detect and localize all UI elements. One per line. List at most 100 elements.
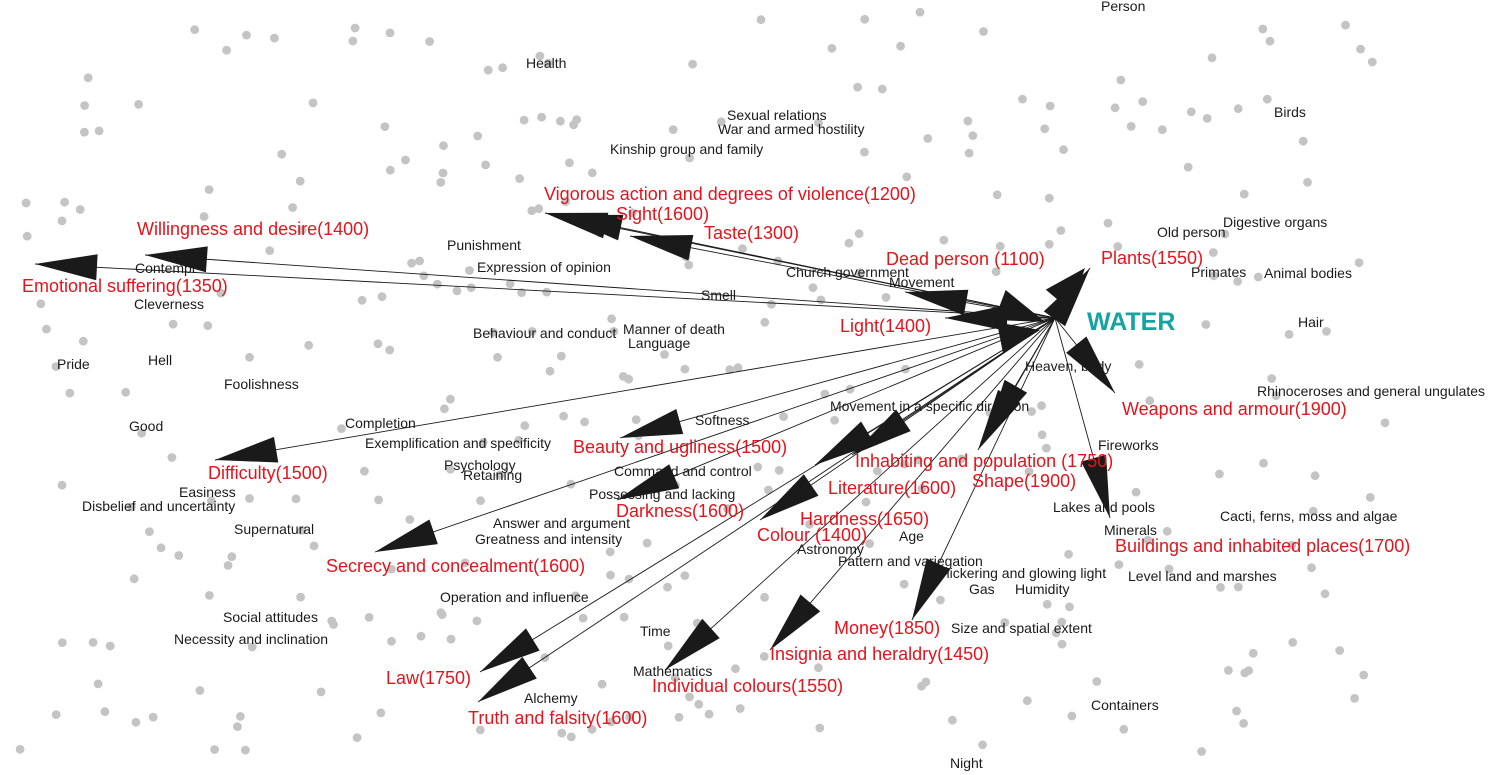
- concept-dot: [663, 582, 672, 592]
- concept-dot: [1065, 602, 1074, 612]
- concept-dot: [1042, 599, 1052, 609]
- concept-dot: [440, 404, 449, 414]
- concept-dot: [245, 494, 254, 503]
- concept-dot: [1197, 747, 1206, 756]
- arrowhead-individual: [665, 618, 720, 670]
- concept-dot: [517, 288, 526, 297]
- concept-dot: [145, 527, 154, 537]
- context-label: Disbelief and uncertainty: [82, 498, 235, 514]
- concept-dot: [1186, 107, 1196, 117]
- concept-dot: [1027, 407, 1036, 416]
- concept-dot: [1380, 418, 1390, 428]
- concept-dot: [360, 466, 369, 476]
- concept-dot: [606, 717, 616, 727]
- concept-dot: [606, 570, 615, 580]
- target-label-insignia: Insignia and heraldry(1450): [770, 644, 989, 664]
- concept-dot: [57, 638, 67, 647]
- arrowhead-difficulty: [215, 436, 279, 463]
- concept-dot: [167, 453, 177, 462]
- concept-dot: [476, 496, 485, 506]
- concept-dot: [572, 115, 582, 125]
- context-label: Command and control: [614, 463, 752, 479]
- concept-dot: [738, 244, 747, 254]
- context-label: Person: [1101, 0, 1145, 14]
- concept-dot: [519, 115, 529, 125]
- concept-dot: [385, 165, 395, 175]
- concept-dot: [1287, 541, 1297, 550]
- context-label: Minerals: [1104, 522, 1157, 538]
- concept-dot: [1239, 189, 1249, 199]
- concept-dot: [100, 707, 110, 717]
- target-label-secrecy: Secrecy and concealment(1600): [326, 556, 585, 576]
- concept-dot: [446, 634, 456, 644]
- concept-dot: [1037, 430, 1047, 440]
- edge-truth: [477, 317, 1056, 703]
- concept-dot: [814, 118, 823, 128]
- concept-dot: [241, 745, 250, 755]
- concept-dot: [78, 336, 88, 346]
- concept-dot: [900, 459, 909, 469]
- concept-dot: [684, 260, 694, 270]
- context-label: Age: [899, 528, 924, 544]
- background-concept-dots: [15, 7, 1390, 756]
- context-label: Possessing and lacking: [589, 486, 735, 502]
- concept-dot: [865, 539, 874, 548]
- concept-dot: [663, 641, 673, 651]
- concept-dot: [685, 692, 694, 702]
- concept-dot: [767, 299, 776, 309]
- concept-dot: [168, 319, 178, 329]
- concept-dot: [416, 631, 426, 641]
- target-label-taste: Taste(1300): [704, 223, 799, 243]
- concept-dot: [483, 65, 493, 75]
- concept-dot: [936, 595, 945, 605]
- concept-dot: [921, 677, 931, 687]
- concept-dot: [436, 178, 446, 187]
- concept-dot: [216, 288, 226, 298]
- context-label: Flickering and glowing light: [938, 565, 1106, 581]
- concept-dot: [15, 744, 25, 754]
- concept-dot: [873, 466, 882, 476]
- concept-dot: [495, 470, 505, 480]
- concept-dot: [571, 591, 580, 601]
- concept-dot: [137, 428, 147, 438]
- concept-dot: [725, 365, 735, 375]
- concept-dot: [1233, 277, 1242, 286]
- concept-dot: [1162, 526, 1172, 536]
- concept-dot: [680, 571, 690, 580]
- concept-dot: [680, 364, 690, 374]
- concept-dot: [580, 417, 589, 427]
- concept-dot: [561, 197, 570, 207]
- concept-dot: [1248, 648, 1258, 658]
- concept-dot: [438, 168, 448, 178]
- target-label-shape: Shape(1900): [972, 471, 1076, 491]
- concept-dot: [723, 504, 732, 514]
- arrowhead-dead: [905, 289, 969, 316]
- edge-willingness: [144, 254, 1056, 319]
- concept-dot: [1208, 248, 1218, 257]
- context-label: Primates: [1191, 264, 1246, 280]
- arrowhead-truth: [478, 656, 537, 702]
- context-label: Animal bodies: [1264, 265, 1352, 281]
- edge-difficulty: [214, 317, 1056, 461]
- concept-dot: [978, 740, 987, 750]
- concept-dot: [148, 712, 158, 722]
- concept-dot: [222, 45, 232, 55]
- target-label-beauty: Beauty and ugliness(1500): [573, 437, 787, 457]
- concept-dot: [1341, 20, 1350, 30]
- concept-dot: [731, 664, 740, 674]
- concept-dot: [855, 268, 865, 277]
- concept-dot: [94, 126, 104, 136]
- concept-dot: [51, 362, 61, 371]
- concept-dot: [493, 352, 502, 362]
- context-label: Operation and influence: [440, 589, 589, 605]
- context-label: Supernatural: [234, 521, 314, 537]
- concept-dot: [939, 235, 949, 245]
- concept-dot: [337, 424, 346, 433]
- concept-dot: [21, 198, 31, 208]
- concept-dot: [1232, 706, 1241, 716]
- concept-dot: [199, 212, 209, 221]
- context-label: Pattern and variegation: [838, 553, 983, 569]
- context-labels: Person Health Sexual relations War and a…: [57, 0, 1485, 771]
- concept-dot: [270, 33, 279, 43]
- context-label: Astronomy: [797, 541, 864, 557]
